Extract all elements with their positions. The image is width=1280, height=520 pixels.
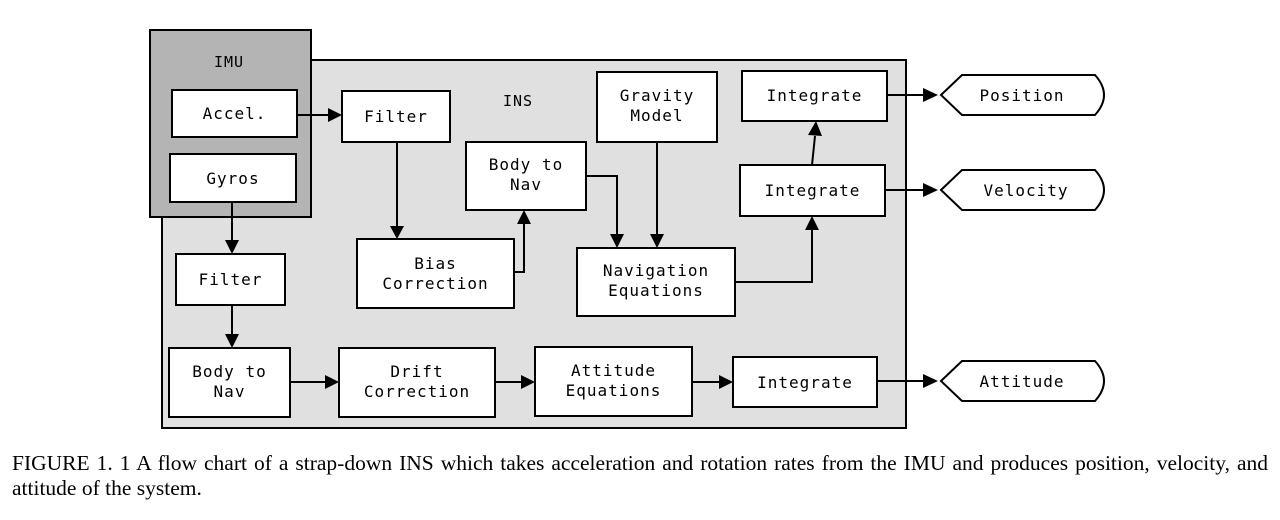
integrate-velocity-block: Integrate [739,164,886,217]
arrowhead-integrate-to-position [923,88,938,102]
gravity-model-label-line-1: Gravity [620,86,694,105]
integrate-attitude-block: Integrate [732,356,878,408]
navigation-equations-label-line-1: Navigation [603,261,709,280]
arrowhead-attitude-eq-to-integrate [719,375,733,389]
ins-title: INS [503,92,533,110]
body-to-nav-label-line-1: Body to [489,155,563,174]
svg-text:Integrate: Integrate [767,86,863,105]
bias-correction-label-line-2: Correction [382,274,488,293]
integrate-label: Integrate [767,86,863,105]
filter-label: Filter [364,107,428,126]
accel-label: Accel. [203,104,267,123]
figure-caption: FIGURE 1. 1 A flow chart of a strap-down… [12,451,1268,500]
svg-text:Filter: Filter [199,270,263,289]
velocity-output: Velocity [939,169,1105,211]
body-to-nav-label-line-2: Nav [510,175,542,194]
arrowhead-drift-to-attitude-eq [521,375,535,389]
filter-label: Filter [199,270,263,289]
svg-text:Integrate: Integrate [757,373,853,392]
drift-correction-label-line-1: Drift [390,362,443,381]
svg-text:Filter: Filter [364,107,428,126]
body-to-nav-label-line-2: Nav [214,382,246,401]
position-output: Position [939,74,1105,116]
attitude-output: Attitude [939,360,1105,402]
connector-body-nav-to-nav-eq [586,175,618,234]
ins-flow-diagram: INS IMU [149,29,1105,429]
connector-bias-to-body-nav [514,224,525,273]
svg-text:Gyros: Gyros [206,169,259,188]
integrate-position-block: Integrate [741,70,888,122]
attitude-equations-label-line-2: Equations [566,381,662,400]
integrate-label: Integrate [757,373,853,392]
attitude-output-label: Attitude [979,372,1064,391]
navigation-equations-label-line-2: Equations [608,281,704,300]
gyros-label: Gyros [206,169,259,188]
arrowhead-filter-to-body-nav [225,334,239,348]
filter-block-gyro: Filter [175,253,286,306]
imu-title: IMU [214,53,244,71]
gyros-block: Gyros [169,153,297,203]
connector-velocity-to-integrate-position [811,135,816,166]
svg-text:Accel.: Accel. [203,104,267,123]
arrowhead-velocity-to-integrate-position [808,121,822,136]
arrowhead-nav-eq-to-integrate-velocity [805,216,819,230]
accel-block: Accel. [171,89,298,138]
arrowhead-gyros-to-filter [225,240,239,254]
bias-correction-label-line-1: Bias [414,254,457,273]
arrowhead-integrate-to-velocity [923,183,938,197]
svg-text:Integrate: Integrate [765,181,861,200]
arrowhead-integrate-to-attitude [923,374,938,388]
integrate-label: Integrate [765,181,861,200]
filter-block-accel: Filter [341,90,451,143]
drift-correction-label-line-2: Correction [364,382,470,401]
gravity-model-label-line-2: Model [630,106,683,125]
velocity-output-label: Velocity [983,181,1068,200]
body-to-nav-label-line-1: Body to [192,362,266,381]
arrowhead-body-nav-to-nav-eq [610,234,624,248]
arrowhead-body-nav-to-drift [325,375,339,389]
arrowhead-bias-to-body-nav [517,210,531,224]
arrowhead-gravity-to-nav-eq [650,234,664,248]
arrowhead-accel-to-filter [328,108,342,122]
connectors [225,88,938,389]
arrowhead-filter-to-bias [390,226,404,239]
attitude-equations-label-line-1: Attitude [571,361,656,380]
connector-nav-eq-to-integrate-velocity [735,230,813,283]
position-output-label: Position [979,86,1064,105]
